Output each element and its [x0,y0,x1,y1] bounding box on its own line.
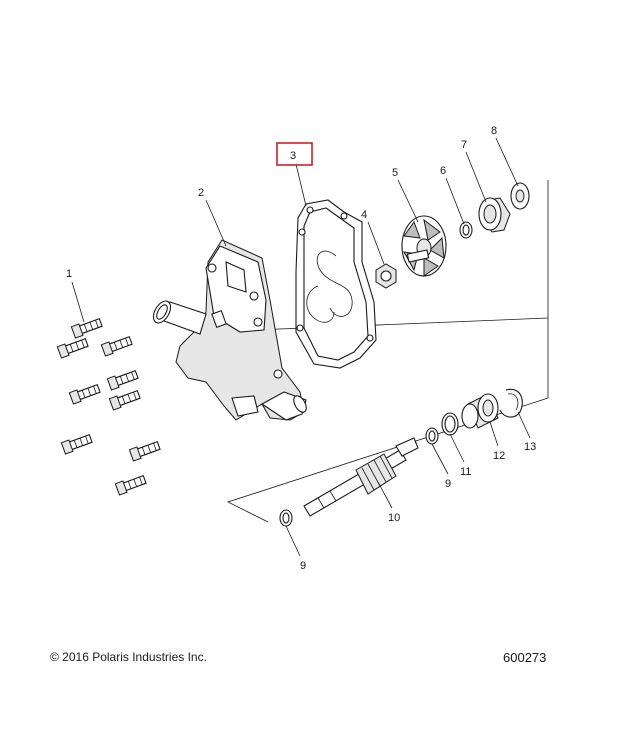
highlight-box [276,142,313,166]
gasket [295,199,377,369]
callout-2: 2 [198,187,204,199]
callout-3: 3 [290,150,296,162]
snap-ring [499,388,523,418]
callout-8: 8 [491,125,497,137]
callout-labels: 1 2 3 4 5 6 7 8 9 9 10 11 12 13 [66,125,536,572]
bolt [108,390,141,411]
bearing [461,393,499,429]
bolt [70,318,103,339]
callout-9-upper: 9 [445,478,451,490]
impeller [401,215,447,277]
bolt [114,475,147,496]
callout-10: 10 [388,512,400,524]
bolt [56,338,89,359]
o-ring [459,221,473,239]
drawing-number: 600273 [503,650,547,665]
bolt [106,370,139,391]
shaft-o-ring [441,412,459,436]
callout-5: 5 [392,167,398,179]
seal [478,197,511,233]
callout-12: 12 [493,450,505,462]
nut [375,263,397,289]
bearing-washer [510,182,530,210]
drive-shaft [303,437,419,517]
callout-6: 6 [440,165,446,177]
callout-1: 1 [66,268,72,280]
bolt [100,336,133,357]
callout-4: 4 [361,209,367,221]
pump-housing [152,239,307,421]
callout-9-lower: 9 [300,560,306,572]
callout-13: 13 [524,441,536,453]
washer-lower [279,509,293,527]
washer-upper [425,427,439,445]
copyright-notice: © 2016 Polaris Industries Inc. [50,650,207,664]
bolt-group [56,318,161,496]
bolt [68,384,101,405]
callout-11: 11 [460,466,471,478]
bolt [60,434,93,455]
leader-lines [71,137,531,557]
callout-7: 7 [461,139,467,151]
bolt [128,441,161,462]
